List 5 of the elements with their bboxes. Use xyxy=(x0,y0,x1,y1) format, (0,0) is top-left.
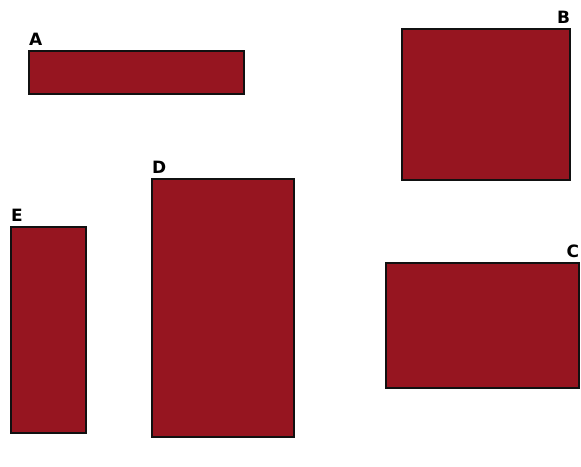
box-label: E xyxy=(10,206,24,226)
box-label: B xyxy=(556,8,571,28)
box-label: D xyxy=(151,158,168,178)
box-label: C xyxy=(566,242,580,262)
box-label: A xyxy=(28,30,44,50)
